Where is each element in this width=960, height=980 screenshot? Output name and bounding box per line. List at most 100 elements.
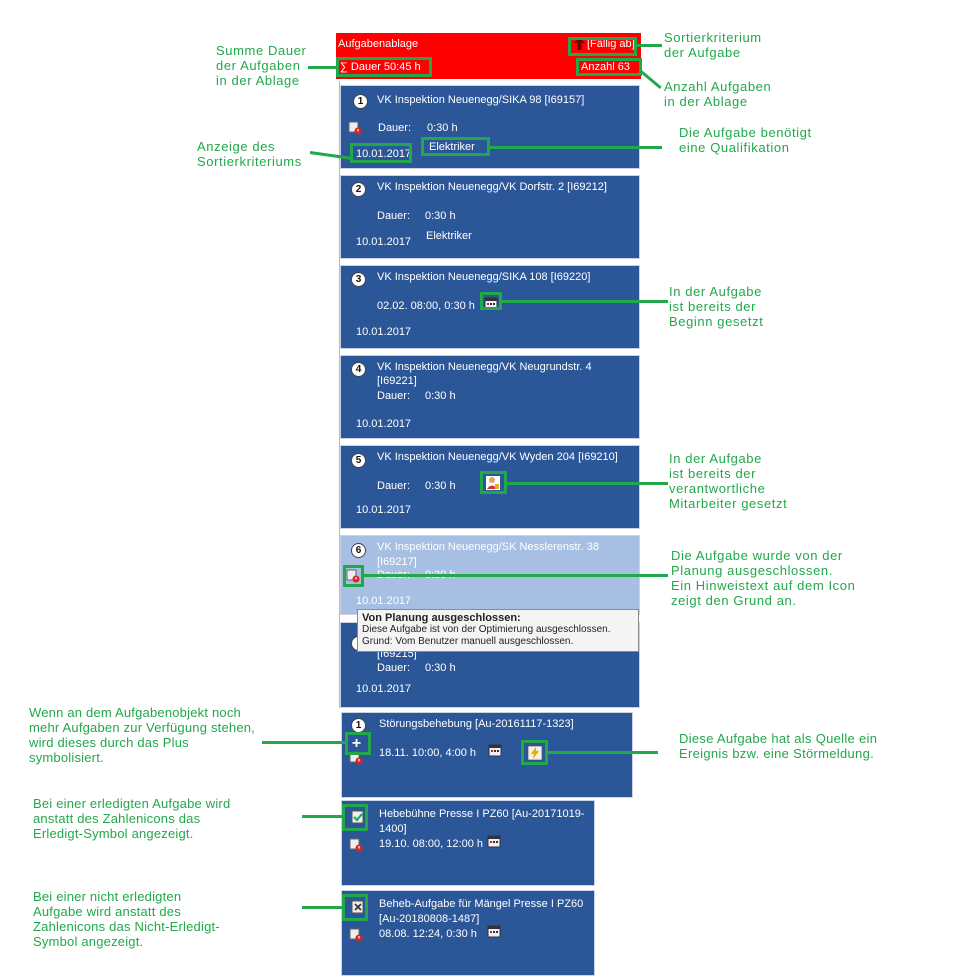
duration-label: Dauer: [378,122,412,134]
done-checkmark-icon[interactable] [351,810,364,824]
highlight-done-icon [342,804,368,831]
due-date: 10.01.2017 [356,148,412,160]
highlight-qualification [421,137,490,156]
task-number-icon: 6 [351,543,366,558]
task-title-id: [I69221] [377,375,417,387]
task-title: Beheb-Aufgabe für Mängel Presse I PZ60 [379,898,584,910]
connector-line [548,751,658,754]
connector-line [302,815,344,818]
begin-time: 02.02. 08:00, 0:30 h [377,300,475,312]
begin-time: 19.10. 08:00, 12:00 h [379,838,483,850]
task-title: VK Inspektion Neuenegg/VK Neugrundstr. 4 [377,361,592,373]
task-title: VK Inspektion Neuenegg/SK Nesslerenstr. … [377,541,599,553]
highlight-sort-criterion [568,37,637,56]
duration-label: Dauer: [377,210,411,222]
task-number-icon: 2 [351,182,366,197]
highlight-event-icon [521,740,548,765]
task-title-id: 1400] [379,823,407,835]
duration-label: Dauer: [377,390,411,402]
connector-line [364,574,668,577]
task-storage-header: Aufgabenablage [Fällig ab] ∑ Dauer 50:45… [336,33,641,79]
task-number-icon: 1 [353,94,368,109]
tooltip-title: Von Planung ausgeschlossen: [362,612,521,624]
duration-label: Dauer: [377,480,411,492]
duration-value: 0:30 h [427,122,458,134]
calendar-icon[interactable] [487,834,501,848]
task-title-id: [Au-20180808-1487] [379,913,480,925]
task-title: Hebebühne Presse I PZ60 [Au-20171019- [379,808,585,820]
connector-line [262,741,346,744]
not-done-warning-icon[interactable] [349,838,363,852]
due-date: 10.01.2017 [356,236,412,248]
task-number-icon: 4 [351,362,366,377]
due-date: 10.01.2017 [356,683,412,695]
task-title: VK Inspektion Neuenegg/VK Dorfstr. 2 [I6… [377,181,607,193]
sort-criterion-label[interactable]: [Fällig ab] [587,38,635,50]
begin-time: 08.08. 12:24, 0:30 h [379,928,477,940]
plus-more-tasks-icon[interactable]: + [351,735,362,752]
highlight-plus-icon [345,732,371,755]
duration-label: Dauer: [377,662,411,674]
total-duration-label: ∑ Dauer 50:45 h [340,61,421,73]
tooltip-line: Grund: Vom Benutzer manuell ausgeschloss… [362,636,574,647]
begin-time: 18.11. 10:00, 4:00 h [379,747,477,759]
due-date: 10.01.2017 [356,504,412,516]
task-card-2[interactable]: 2 VK Inspektion Neuenegg/VK Dorfstr. 2 [… [340,175,640,259]
highlight-excluded-icon [343,565,364,587]
qualification-label: Elektriker [426,230,472,242]
highlight-not-done-icon [342,894,368,921]
connector-line [490,146,662,149]
sort-arrow-up-icon[interactable] [573,36,586,51]
task-title: VK Inspektion Neuenegg/VK Wyden 204 [I69… [377,451,618,463]
calendar-icon[interactable] [487,924,501,938]
duration-value: 0:30 h [425,210,456,222]
connector-line [502,300,668,303]
connector-line [308,66,338,69]
highlight-sort-value [350,143,412,163]
exclusion-tooltip: Von Planung ausgeschlossen: Diese Aufgab… [357,609,639,652]
due-date: 10.01.2017 [356,326,412,338]
task-title: Störungsbehebung [Au-20161117-1323] [379,718,574,730]
duration-value: 0:30 h [425,390,456,402]
task-count-label: Anzahl 63 [581,61,630,73]
connector-line [637,44,662,47]
task-title: VK Inspektion Neuenegg/SIKA 108 [I69220] [377,271,591,283]
task-card-4[interactable]: 4 VK Inspektion Neuenegg/VK Neugrundstr.… [340,355,640,439]
due-date: 10.01.2017 [356,418,412,430]
excluded-warning-icon[interactable] [348,121,362,135]
connector-line [302,906,344,909]
due-date: 10.01.2017 [356,595,412,607]
header-title: Aufgabenablage [338,38,419,50]
qualification-label: Elektriker [429,141,475,153]
duration-value: 0:30 h [425,480,456,492]
task-list-panel [339,81,643,708]
tooltip-line: Diese Aufgabe ist von der Optimierung au… [362,624,611,635]
highlight-begin-icon [480,292,502,310]
task-card-incident[interactable]: 1 + Störungsbehebung [Au-20161117-1323] … [341,712,633,798]
highlight-task-count [576,58,642,76]
not-done-cross-icon[interactable] [351,900,364,914]
task-card-5[interactable]: 5 VK Inspektion Neuenegg/VK Wyden 204 [I… [340,445,640,529]
task-card-1[interactable]: 1 VK Inspektion Neuenegg/SIKA 98 [I69157… [340,85,640,169]
excluded-from-planning-icon[interactable] [346,569,360,583]
highlight-total-duration [336,57,432,77]
task-title: VK Inspektion Neuenegg/SIKA 98 [I69157] [377,94,585,106]
task-number-icon: 1 [351,718,366,733]
not-done-warning-icon[interactable] [349,928,363,942]
task-card-not-done[interactable]: Beheb-Aufgabe für Mängel Presse I PZ60 [… [341,890,595,976]
task-number-icon: 5 [351,453,366,468]
calendar-icon[interactable] [488,743,502,757]
task-card-done[interactable]: Hebebühne Presse I PZ60 [Au-20171019- 14… [341,800,595,886]
assigned-employee-icon[interactable] [486,476,500,490]
